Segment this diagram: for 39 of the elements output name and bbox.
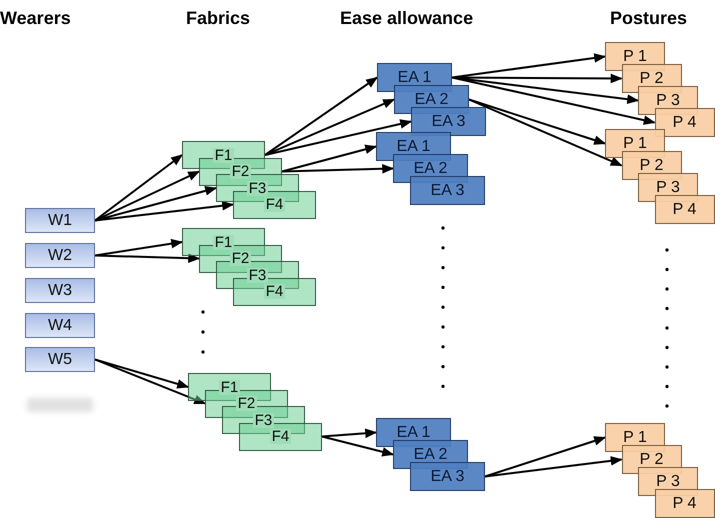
arrow bbox=[452, 76, 640, 104]
ease-allowance-box: EA 3 bbox=[411, 107, 486, 136]
arrow bbox=[94, 253, 200, 263]
arrow bbox=[452, 74, 623, 84]
arrow bbox=[94, 186, 218, 222]
arrow bbox=[484, 436, 606, 478]
arrow bbox=[94, 358, 190, 389]
arrow bbox=[264, 76, 378, 156]
arrow bbox=[282, 144, 378, 172]
arrow bbox=[468, 98, 606, 145]
column-heading: Fabrics bbox=[186, 8, 250, 29]
posture-box: P 4 bbox=[654, 489, 714, 518]
ease-allowance-box: EA 3 bbox=[410, 462, 485, 491]
arrow bbox=[322, 436, 394, 456]
posture-box: P 4 bbox=[654, 195, 714, 224]
arrow bbox=[468, 98, 623, 166]
wearer-box: W2 bbox=[25, 243, 95, 268]
arrow bbox=[264, 98, 396, 156]
wearer-box: W3 bbox=[25, 278, 95, 303]
arrow bbox=[94, 358, 206, 404]
column-heading: Ease allowance bbox=[340, 8, 474, 29]
wearer-box: W1 bbox=[25, 208, 95, 233]
arrow bbox=[282, 164, 394, 174]
ease-allowance-box: EA 3 bbox=[410, 176, 485, 205]
wearer-box: W5 bbox=[25, 347, 95, 372]
arrow bbox=[94, 154, 183, 222]
column-heading: Postures bbox=[610, 8, 688, 29]
column-heading: Wearers bbox=[0, 8, 71, 29]
wearer-box: W4 bbox=[25, 313, 95, 338]
arrow bbox=[452, 53, 606, 78]
arrow bbox=[322, 428, 378, 438]
arrow bbox=[452, 76, 656, 125]
arrow bbox=[94, 238, 184, 256]
arrow bbox=[94, 200, 234, 222]
arrow bbox=[264, 119, 412, 156]
arrow bbox=[94, 170, 200, 222]
posture-box: P 4 bbox=[654, 108, 714, 137]
faded-box bbox=[27, 398, 93, 412]
arrow bbox=[484, 456, 623, 478]
